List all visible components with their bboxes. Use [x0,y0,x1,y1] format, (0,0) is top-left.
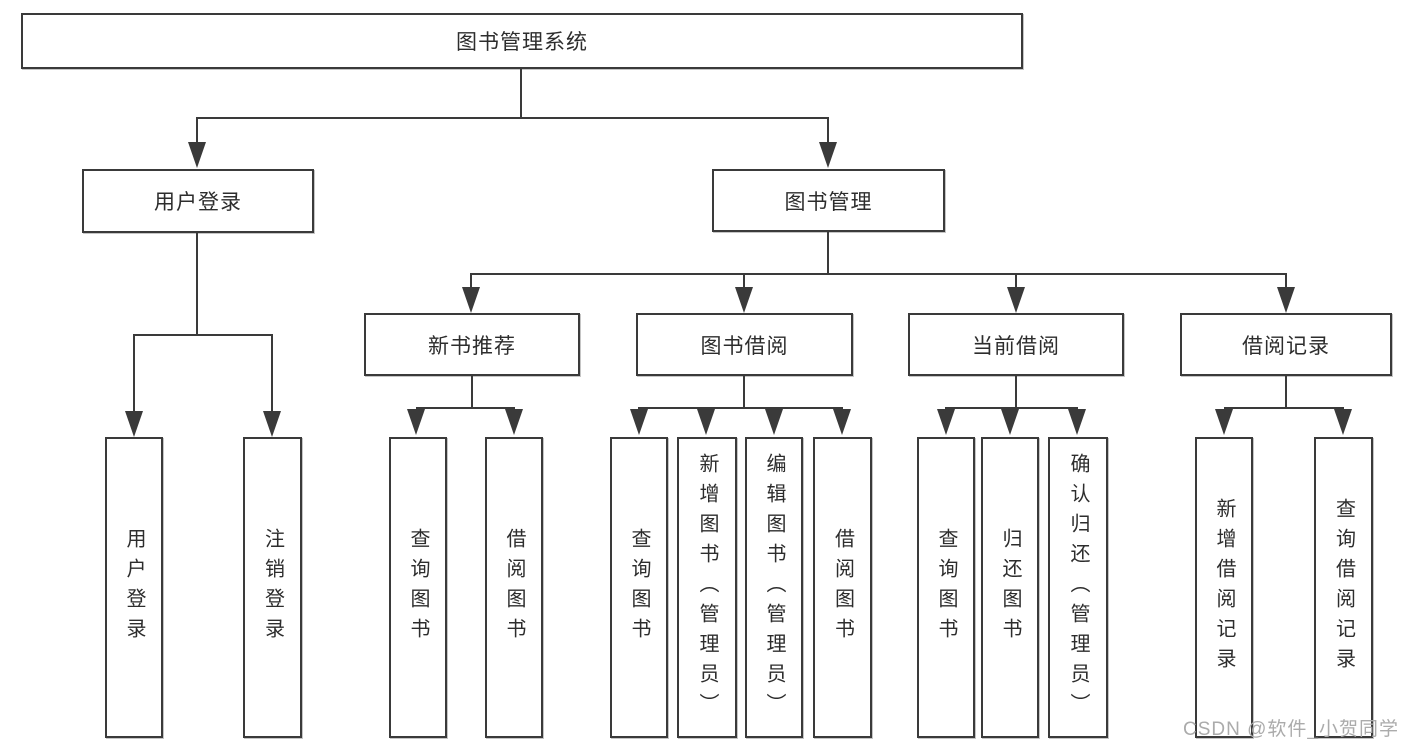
arrow-down-icon [1068,409,1086,435]
leaf-user-login: 用户登录 [105,437,163,738]
leaf-rec-query-books-label: 查询图书 [407,527,429,648]
node-new-book-recommend: 新书推荐 [364,313,580,376]
node-new-book-recommend-label: 新书推荐 [428,334,516,358]
leaf-logout: 注销登录 [243,437,302,738]
node-book-borrowing: 图书借阅 [636,313,853,376]
arrow-down-icon [1007,287,1025,313]
node-user-login-label: 用户登录 [154,191,242,214]
arrow-down-icon [1334,409,1352,435]
leaf-br-add-record-label: 新增借阅记录 [1213,497,1235,678]
connector-bb-stem [743,376,745,408]
connector-book-mgmt-drop-2 [743,273,745,288]
connector-bb-horizontal [638,407,843,409]
connector-book-mgmt-stem [827,232,829,275]
connector-cb-horizontal [945,407,1078,409]
arrow-down-icon [505,409,523,435]
node-book-management: 图书管理 [712,169,945,232]
leaf-bb-query-books-label: 查询图书 [628,527,650,648]
node-user-login: 用户登录 [82,169,314,233]
connector-rec-stem [471,376,473,408]
arrow-down-icon [819,142,837,168]
arrow-down-icon [125,411,143,437]
leaf-bb-query-books: 查询图书 [610,437,668,738]
node-root-label: 图书管理系统 [456,31,588,54]
arrow-down-icon [407,409,425,435]
leaf-bb-borrow-books-label: 借阅图书 [831,527,854,648]
node-borrowing-records-label: 借阅记录 [1242,334,1330,358]
node-current-borrowing-label: 当前借阅 [972,334,1060,358]
leaf-cb-confirm-return-admin-label: 确认归还（管理员） [1067,452,1089,723]
csdn-watermark: CSDN @软件_小贺同学 [1183,719,1399,740]
arrow-down-icon [833,409,851,435]
arrow-down-icon [630,409,648,435]
leaf-rec-borrow-books: 借阅图书 [485,437,543,738]
connector-book-mgmt-drop-1 [470,273,472,288]
leaf-cb-return-books: 归还图书 [981,437,1039,738]
leaf-bb-add-books-admin-label: 新增图书（管理员） [696,452,718,723]
node-book-borrowing-label: 图书借阅 [700,334,789,358]
connector-book-mgmt-horizontal [471,273,1287,275]
leaf-cb-query-books-label: 查询图书 [935,527,957,648]
leaf-cb-query-books: 查询图书 [917,437,975,738]
leaf-bb-edit-books-admin-label: 编辑图书（管理员） [763,452,785,723]
arrow-down-icon [1001,409,1019,435]
node-current-borrowing: 当前借阅 [908,313,1124,376]
arrow-down-icon [462,287,480,313]
leaf-bb-edit-books-admin: 编辑图书（管理员） [745,437,803,738]
connector-br-horizontal [1224,407,1344,409]
leaf-bb-borrow-books: 借阅图书 [813,437,872,738]
connector-user-login-stem [196,233,198,335]
arrow-down-icon [765,409,783,435]
connector-user-login-drop-2 [271,334,273,413]
leaf-br-add-record: 新增借阅记录 [1195,437,1253,738]
connector-root-drop-left [196,117,198,144]
leaf-cb-return-books-label: 归还图书 [999,527,1021,648]
node-book-management-label: 图书管理 [784,190,873,214]
leaf-br-query-record: 查询借阅记录 [1314,437,1373,738]
leaf-logout-label: 注销登录 [261,527,284,648]
arrow-down-icon [188,142,206,168]
arrow-down-icon [735,287,753,313]
connector-user-login-drop-1 [133,334,135,413]
connector-user-login-horizontal [133,334,273,336]
arrow-down-icon [1215,409,1233,435]
connector-root-stem [520,69,522,118]
connector-book-mgmt-drop-3 [1015,273,1017,288]
leaf-br-query-record-label: 查询借阅记录 [1332,497,1355,678]
arrow-down-icon [1277,287,1295,313]
node-borrowing-records: 借阅记录 [1180,313,1392,376]
connector-root-horizontal [197,117,829,119]
node-root-library-management-system: 图书管理系统 [21,13,1023,69]
connector-rec-horizontal [416,407,515,409]
leaf-rec-query-books: 查询图书 [389,437,447,738]
arrow-down-icon [937,409,955,435]
leaf-bb-add-books-admin: 新增图书（管理员） [677,437,737,738]
arrow-down-icon [263,411,281,437]
connector-root-drop-right [827,117,829,144]
leaf-rec-borrow-books-label: 借阅图书 [503,527,525,648]
leaf-user-login-label: 用户登录 [123,527,145,648]
leaf-cb-confirm-return-admin: 确认归还（管理员） [1048,437,1108,738]
arrow-down-icon [697,409,715,435]
connector-book-mgmt-drop-4 [1285,273,1287,288]
connector-cb-stem [1015,376,1017,408]
connector-br-stem [1285,376,1287,408]
